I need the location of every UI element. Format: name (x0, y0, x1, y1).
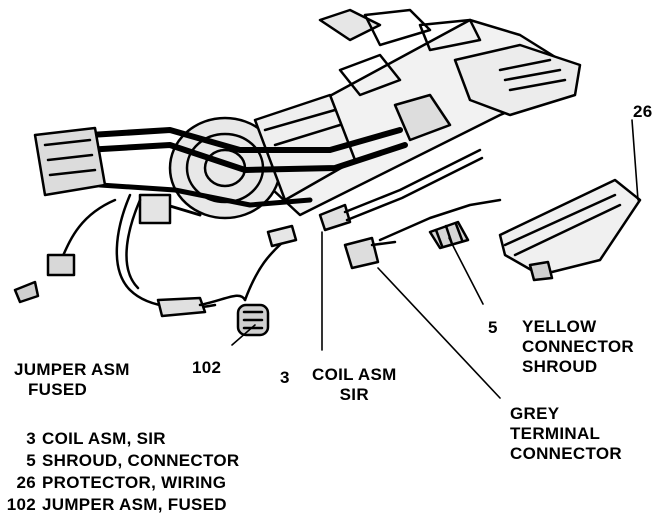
legend-text: COIL ASM, SIR (42, 429, 166, 448)
legend-number: 5 (26, 451, 36, 470)
parts-legend: 3 COIL ASM, SIR 5 SHROUD, CONNECTOR 26 PROT… (0, 428, 239, 516)
legend-row: 102 JUMPER ASM, FUSED (0, 494, 239, 516)
legend-number: 3 (26, 429, 36, 448)
legend-text: JUMPER ASM, FUSED (42, 495, 227, 514)
legend-text: PROTECTOR, WIRING (42, 473, 227, 492)
legend-row: 5 SHROUD, CONNECTOR (0, 450, 239, 472)
label-jumper-asm-fused: JUMPER ASM FUSED (14, 360, 130, 400)
label-line: CONNECTOR (510, 444, 622, 463)
legend-row: 26 PROTECTOR, WIRING (0, 472, 239, 494)
wiring-harness (82, 127, 408, 217)
callout-3: 3 (280, 368, 290, 387)
legend-row: 3 COIL ASM, SIR (0, 428, 239, 450)
label-line: SIR (339, 385, 369, 404)
label-coil-asm-sir: COIL ASM SIR (312, 365, 397, 405)
label-yellow-connector-shroud: YELLOW CONNECTOR SHROUD (522, 317, 634, 377)
callout-26: 26 (633, 102, 653, 121)
legend-number: 102 (6, 495, 36, 514)
label-line: JUMPER ASM (14, 360, 130, 379)
wiring-protector (498, 178, 642, 282)
label-grey-terminal-connector: GREY TERMINAL CONNECTOR (510, 404, 622, 464)
left-connector-block (33, 126, 172, 225)
label-line: SHROUD (522, 357, 598, 376)
coil-lead (318, 148, 502, 270)
label-line: GREY (510, 404, 560, 423)
callout-5: 5 (488, 318, 498, 337)
callout-102: 102 (192, 358, 222, 377)
label-line: YELLOW (522, 317, 597, 336)
label-line: FUSED (28, 380, 88, 399)
legend-text: SHROUD, CONNECTOR (42, 451, 240, 470)
legend-number: 26 (16, 473, 36, 492)
label-line: CONNECTOR (522, 337, 634, 356)
leader-lines (231, 119, 639, 399)
label-line: TERMINAL (510, 424, 601, 443)
jumper-wire (13, 193, 298, 337)
label-line: COIL ASM (312, 365, 397, 384)
